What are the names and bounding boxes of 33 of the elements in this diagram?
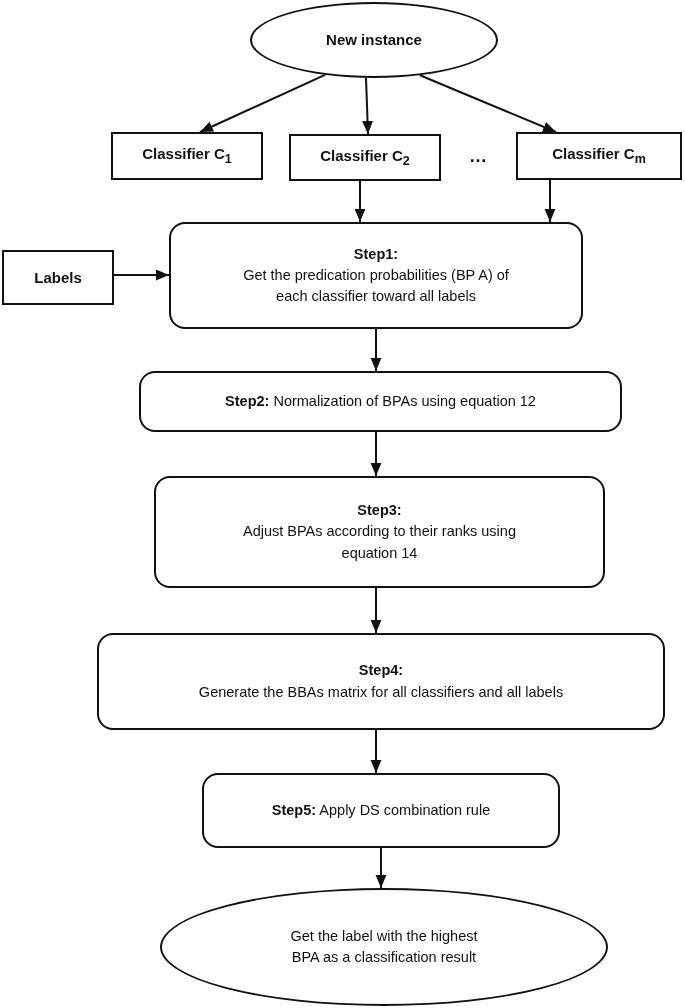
process-box xyxy=(154,476,605,588)
node-label: Classifier C$_{m}$ xyxy=(552,144,646,169)
arrow xyxy=(113,269,170,281)
node-label: Step2: Normalization of BPAs using equation 12 xyxy=(225,392,536,411)
classifier-box xyxy=(111,132,263,180)
arrow xyxy=(354,180,366,223)
node-label: Get the label with the highest BPA as a classification result xyxy=(289,927,479,967)
classifier-box xyxy=(516,132,682,180)
arrow xyxy=(370,431,382,477)
step-title: Step3: xyxy=(357,501,402,521)
node-label: New instance xyxy=(326,30,422,51)
node-label: Get the predication probabilities (BP A) of each classifier toward all labels xyxy=(242,266,510,306)
node-label: Adjust BPAs according to their ranks using equation 14 xyxy=(242,522,517,563)
process-box xyxy=(139,371,622,432)
ellipsis-label: … xyxy=(469,146,487,167)
process-box xyxy=(97,633,665,730)
node-label: Labels xyxy=(34,267,82,288)
step-title: Step1: xyxy=(353,244,399,264)
classifier-box xyxy=(289,134,441,181)
arrow xyxy=(370,729,382,774)
step-title: Step4: xyxy=(358,661,404,681)
arrow xyxy=(370,587,382,634)
process-box xyxy=(202,773,560,848)
node-label: Classifier C$_{1}$ xyxy=(142,144,232,169)
process-box xyxy=(169,222,583,329)
arrow xyxy=(375,847,387,889)
arrow xyxy=(362,76,373,135)
node-label: Classifier C$_{2}$ xyxy=(320,145,410,170)
arrow xyxy=(544,179,556,223)
arrow xyxy=(370,328,382,372)
input-box xyxy=(2,250,114,305)
node-label: Generate the BBAs matrix for all classifiers and all labels xyxy=(198,682,564,702)
node-label: Step5: Apply DS combination rule xyxy=(271,801,491,820)
